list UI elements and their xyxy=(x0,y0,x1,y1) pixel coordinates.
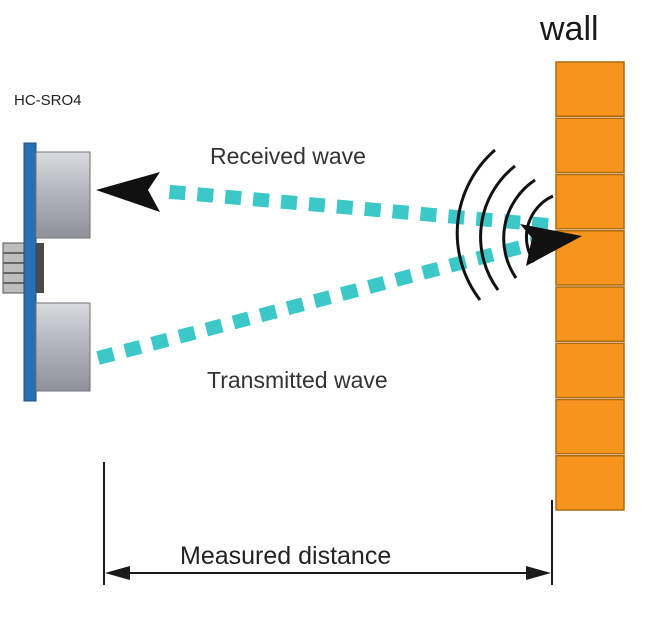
arrowhead-icon xyxy=(96,172,160,212)
wall-brick xyxy=(555,455,625,511)
wall-brick xyxy=(555,286,625,342)
distance-dimension xyxy=(103,462,553,585)
transmitter-transducer xyxy=(35,302,91,392)
sensor-header xyxy=(36,243,44,293)
received-wave-label: Received wave xyxy=(210,143,366,169)
transmitted-wave xyxy=(96,233,550,365)
arrowhead-icon xyxy=(520,224,582,266)
receiver-transducer xyxy=(35,151,91,239)
wall-brick xyxy=(555,173,625,230)
wall-brick xyxy=(555,342,625,399)
wall-brick xyxy=(555,117,625,174)
ultrasonic-sensor-icon xyxy=(2,142,91,402)
measured-distance-label: Measured distance xyxy=(180,542,392,570)
wall-brick xyxy=(555,398,625,455)
wall-label: wall xyxy=(540,10,599,48)
sensor-board xyxy=(23,142,37,402)
transmitted-wave-label: Transmitted wave xyxy=(207,367,388,393)
sensor-label: HC-SRO4 xyxy=(14,92,82,109)
wall-brick xyxy=(555,61,625,117)
sound-arcs-icon xyxy=(455,148,554,301)
sensor-pins xyxy=(2,242,28,294)
wall-bricks xyxy=(555,61,625,511)
